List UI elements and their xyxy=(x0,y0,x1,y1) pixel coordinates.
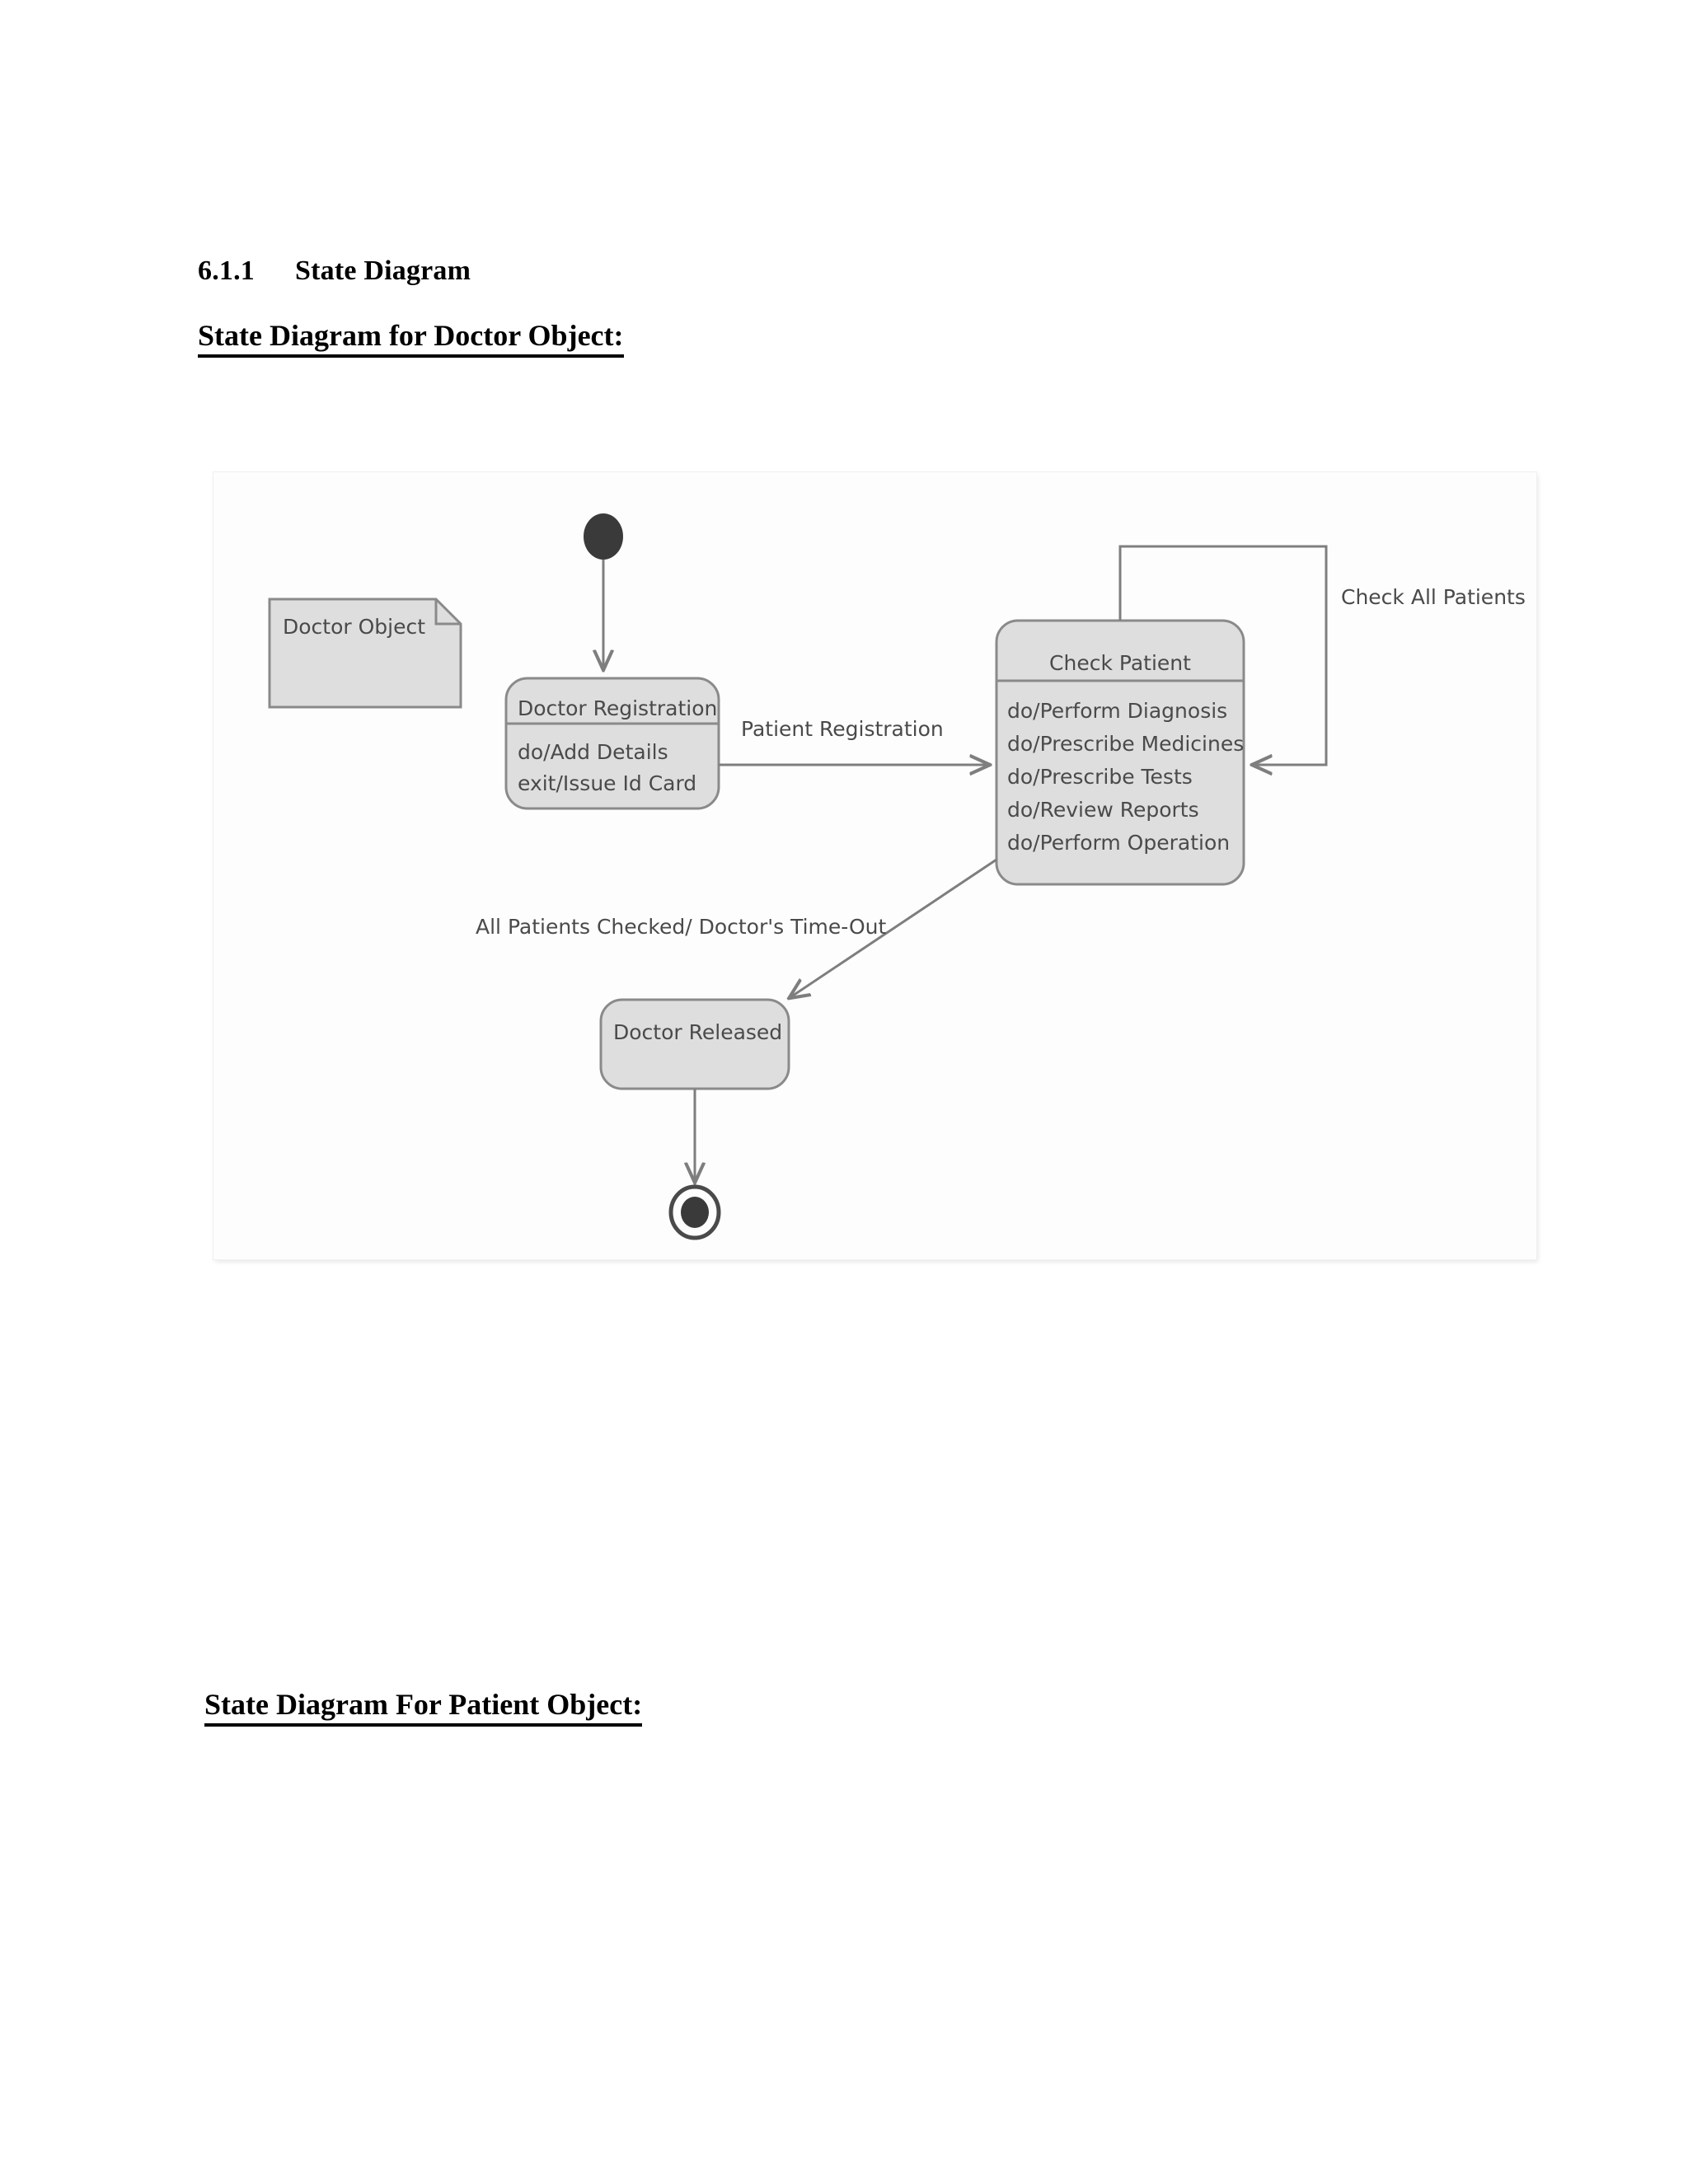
transition-check-self-loop: Check All Patients xyxy=(1118,545,1526,765)
state-doctor-released: Doctor Released xyxy=(599,998,790,1090)
state-diagram-svg: Doctor Object Doctor Registration do/Add… xyxy=(268,513,1526,1240)
transition-label-check-all-patients: Check All Patients xyxy=(1341,585,1526,609)
state-action-review-reports: do/Review Reports xyxy=(1007,798,1199,822)
state-title-doctor-registration: Doctor Registration xyxy=(518,696,717,720)
state-doctor-registration: Doctor Registration do/Add Details exit/… xyxy=(504,677,720,810)
state-action-perform-diagnosis: do/Perform Diagnosis xyxy=(1007,699,1227,723)
transition-label-patient-registration: Patient Registration xyxy=(741,717,944,741)
state-action-prescribe-tests: do/Prescribe Tests xyxy=(1007,765,1193,789)
state-check-patient: Check Patient do/Perform Diagnosis do/Pr… xyxy=(995,619,1245,886)
note-doctor-object: Doctor Object xyxy=(268,598,462,709)
note-label: Doctor Object xyxy=(283,615,425,639)
section-number: 6.1.1 xyxy=(198,255,255,286)
patient-object-heading-text: State Diagram For Patient Object: xyxy=(204,1687,643,1727)
transition-label-all-patients-checked: All Patients Checked/ Doctor's Time-Out xyxy=(476,915,887,939)
transition-registration-to-check: Patient Registration xyxy=(719,717,988,765)
doctor-object-heading: State Diagram for Doctor Object: xyxy=(198,318,624,358)
doctor-object-heading-text: State Diagram for Doctor Object: xyxy=(198,318,624,358)
state-action-issue-id-card: exit/Issue Id Card xyxy=(518,771,696,795)
state-action-perform-operation: do/Perform Operation xyxy=(1007,831,1230,855)
state-action-add-details: do/Add Details xyxy=(518,740,668,764)
state-title-check-patient: Check Patient xyxy=(1049,651,1191,675)
state-action-prescribe-medicines: do/Prescribe Medicines xyxy=(1007,732,1244,756)
state-diagram-canvas: Doctor Object Doctor Registration do/Add… xyxy=(213,472,1536,1259)
transition-check-to-released: All Patients Checked/ Doctor's Time-Out xyxy=(476,858,997,997)
section-title: State Diagram xyxy=(295,255,471,286)
patient-object-heading: State Diagram For Patient Object: xyxy=(204,1687,643,1727)
state-title-doctor-released: Doctor Released xyxy=(613,1020,782,1044)
final-state xyxy=(668,1184,721,1240)
section-heading: 6.1.1 State Diagram xyxy=(198,255,471,287)
initial-state xyxy=(584,513,623,668)
